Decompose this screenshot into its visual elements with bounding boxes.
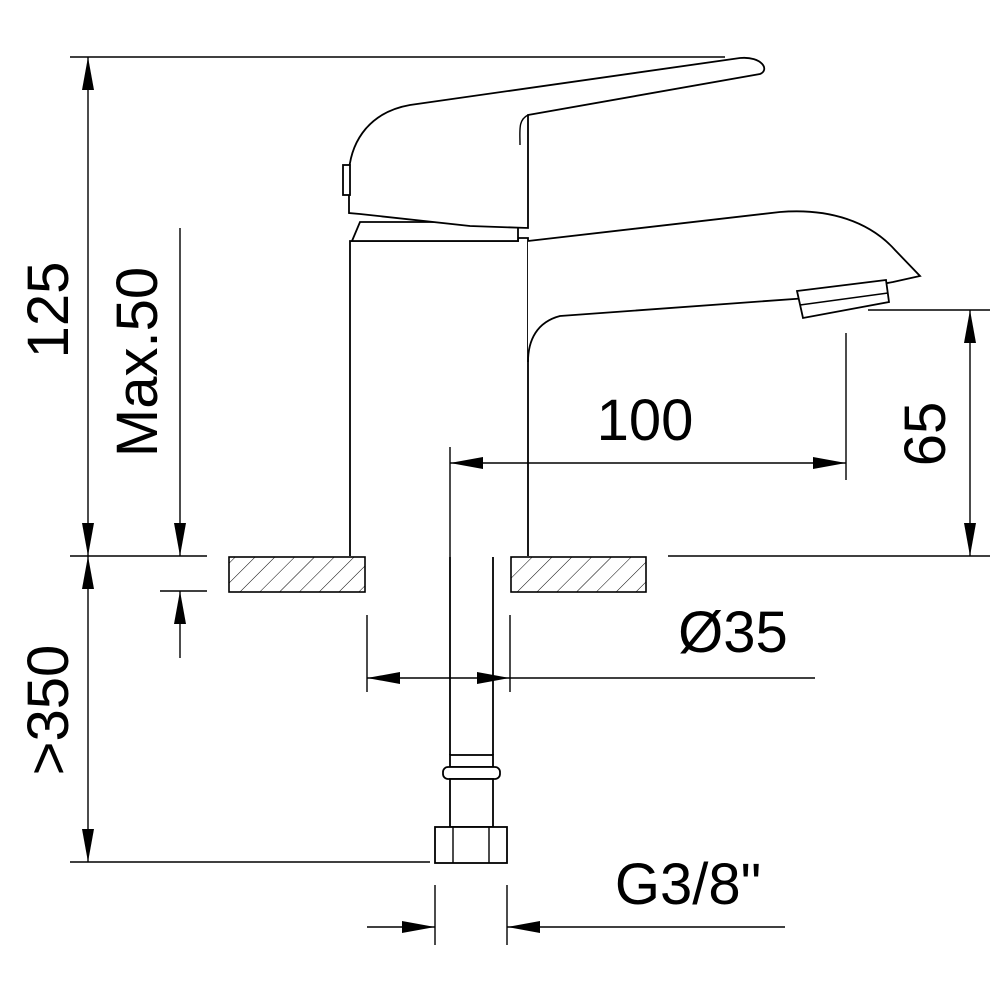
faucet-spout [527, 210, 922, 363]
hose-ring [442, 766, 501, 780]
label-spout-height: 65 [893, 402, 958, 467]
deck-left [228, 556, 366, 593]
dimension-max-deck: Max.50 [105, 228, 186, 658]
lever-cap [342, 164, 351, 196]
dimension-thread: G3/8" [367, 852, 785, 933]
dimension-hole-diameter: Ø35 [367, 600, 815, 684]
supply-hose [434, 557, 508, 864]
faucet-outline [342, 57, 922, 556]
deck-right [510, 556, 647, 593]
hex-nut [434, 826, 508, 864]
hose-ferrule [449, 754, 494, 768]
label-thread: G3/8" [615, 852, 761, 917]
lever-handle [348, 57, 766, 229]
label-max-deck: Max.50 [105, 267, 170, 457]
label-overall-height: 125 [16, 262, 81, 359]
label-hole-diameter: Ø35 [678, 600, 788, 665]
faucet-column [349, 237, 529, 556]
hose-tail [449, 778, 494, 828]
extension-lines [70, 56, 990, 945]
dimension-overall-height: 125 [16, 57, 94, 556]
lever-edge [519, 114, 529, 146]
deck-section [228, 556, 647, 593]
dimension-spout-height: 65 [893, 310, 976, 556]
label-hose-length: >350 [16, 645, 81, 776]
dimension-hose-length: >350 [16, 556, 94, 862]
dimension-spout-reach: 100 [450, 388, 846, 469]
label-spout-reach: 100 [597, 388, 694, 453]
aerator-line [799, 292, 889, 306]
